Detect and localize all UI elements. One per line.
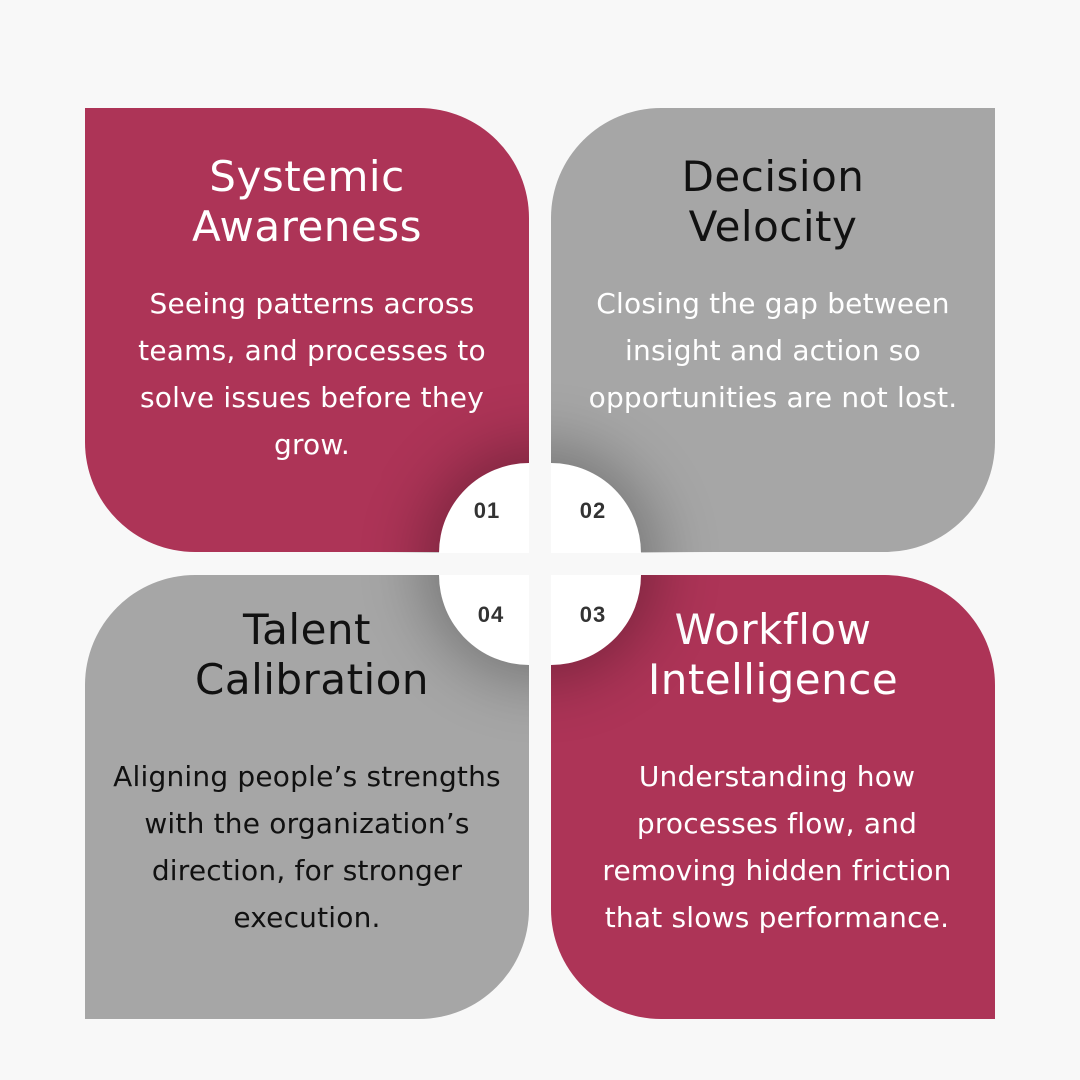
quadrant-description: Seeing patterns across teams, and proces… <box>138 287 486 461</box>
quadrant-title: Decision Velocity <box>681 152 865 251</box>
quadrant-workflow-intelligence: Workflow Intelligence Understanding how … <box>551 575 995 1019</box>
quadrant-title: Systemic Awareness <box>191 152 423 251</box>
quadrant-description: Understanding how processes flow, and re… <box>602 760 952 934</box>
hub-number: 03 <box>579 602 607 627</box>
horizontal-divider <box>85 553 996 575</box>
hub-number: 02 <box>579 498 607 523</box>
hub-number: 04 <box>477 602 505 627</box>
quadrant-decision-velocity: Decision Velocity Closing the gap betwee… <box>551 108 995 552</box>
quadrant-description: Closing the gap between insight and acti… <box>588 287 958 414</box>
quadrant-title: Talent Calibration <box>195 605 430 704</box>
quadrant-description: Aligning people’s strengths with the org… <box>113 760 501 934</box>
quadrant-talent-calibration: Talent Calibration Aligning people’s str… <box>85 575 529 1019</box>
quadrant-title: Workflow Intelligence <box>647 605 899 704</box>
quadrant-systemic-awareness: Systemic Awareness Seeing patterns acros… <box>85 108 529 552</box>
hub-number: 01 <box>473 498 501 523</box>
